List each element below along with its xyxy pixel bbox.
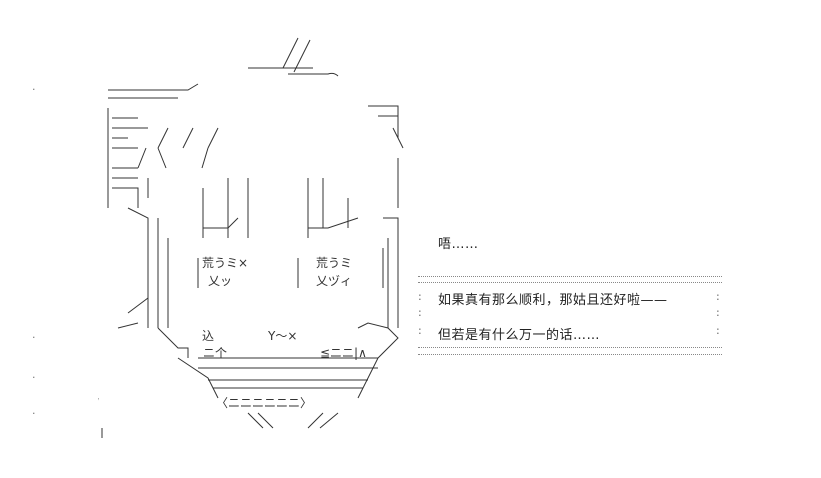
art-glyph: 乂ヅィ xyxy=(316,274,353,288)
dialogue-line: 唔…… xyxy=(438,237,479,252)
art-glyph: 〈ニニニニニニ〉 xyxy=(216,396,313,410)
art-glyph: 込 xyxy=(202,329,215,343)
dotted-border: : xyxy=(418,290,422,303)
dotted-border: : xyxy=(716,306,720,319)
dotted-border xyxy=(418,282,722,283)
speck: . xyxy=(32,404,36,417)
art-glyph: ≦ニニ|∧ xyxy=(320,346,367,360)
dotted-border: : xyxy=(418,306,422,319)
dotted-border: : xyxy=(716,290,720,303)
speck: . xyxy=(32,328,36,341)
dotted-border: : xyxy=(418,324,422,337)
dotted-border xyxy=(418,354,722,355)
dotted-border: : xyxy=(716,324,720,337)
art-glyph: Y〜× xyxy=(268,329,298,343)
dotted-border xyxy=(418,276,722,277)
ascii-art-character: 荒うミ× 乂ッ 荒うミ 乂ヅィ 込 Y〜× ≦ニニ|∧ ニ个 〈ニニニニニニ〉 xyxy=(95,28,439,448)
art-glyph: ニ个 xyxy=(203,346,228,360)
speck: . xyxy=(32,368,36,381)
ascii-art-drawing xyxy=(95,37,439,438)
speck: . xyxy=(32,80,36,93)
art-glyph: 荒うミ xyxy=(316,256,353,270)
art-glyph: 乂ッ xyxy=(208,274,233,288)
dialogue-line: 但若是有什么万一的话…… xyxy=(438,328,601,343)
dialogue-line: 如果真有那么顺利，那姑且还好啦—— xyxy=(438,293,668,308)
dotted-border xyxy=(418,347,722,348)
art-glyph: 荒うミ× xyxy=(202,256,249,270)
